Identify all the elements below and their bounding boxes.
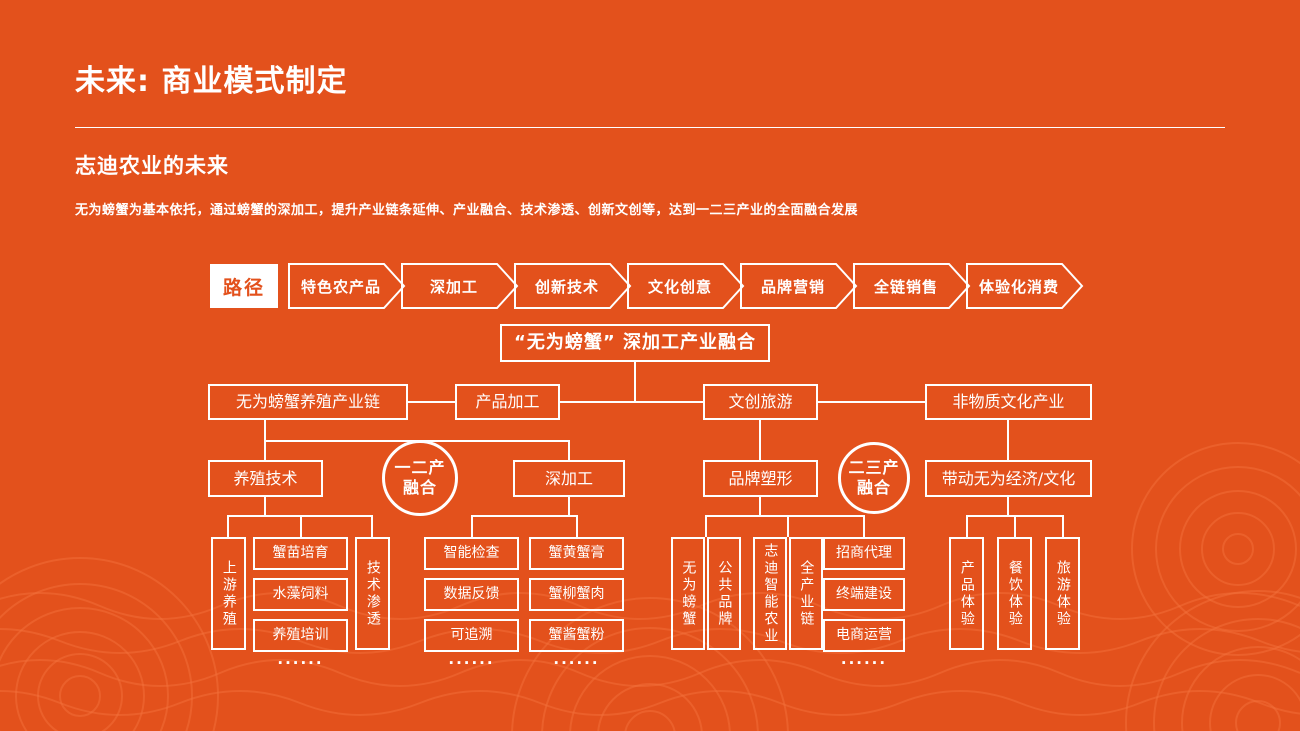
- leaf-terminal-construction: 终端建设: [823, 578, 905, 611]
- arrow-shape-icon: [288, 263, 406, 309]
- section-subtitle: 志迪农业的未来: [75, 154, 229, 178]
- fusion-badge-23: 二三产 融合: [838, 442, 910, 514]
- leaf-crab-seedling: 蟹苗培育: [253, 537, 348, 570]
- connector-line: [705, 515, 865, 517]
- node-cultural-tourism: 文创旅游: [703, 384, 818, 420]
- connector-line: [1014, 515, 1016, 537]
- connector-line: [759, 497, 761, 515]
- node-brand-shaping: 品牌塑形: [703, 460, 818, 497]
- connector-line: [787, 515, 789, 537]
- title-divider: [75, 127, 1225, 128]
- flow-step-label: 文化创意: [647, 277, 712, 296]
- arrow-shape-icon: [853, 263, 971, 309]
- leaf-zhidi-smart-agriculture: 志迪智能农业: [753, 537, 787, 650]
- leaf-investment-agency: 招商代理: [823, 537, 905, 570]
- path-label: 路径: [210, 264, 278, 308]
- fusion-badge-line1: 一二产: [394, 458, 446, 477]
- flow-step-arrow: 品牌营销: [740, 263, 858, 309]
- arrow-shape-icon: [514, 263, 632, 309]
- ellipsis-more: ......: [553, 650, 600, 668]
- connector-line: [471, 515, 578, 517]
- leaf-traceability: 可追溯: [424, 619, 519, 652]
- connector-line: [300, 515, 302, 537]
- flow-step-label: 全链销售: [873, 277, 938, 296]
- flow-step-arrow: 特色农产品: [288, 263, 406, 309]
- connector-line: [759, 420, 761, 460]
- connector-line: [634, 362, 636, 402]
- node-deep-processing: 深加工: [513, 460, 625, 497]
- connector-line: [863, 515, 865, 537]
- fusion-badge-line2: 融合: [402, 478, 437, 497]
- leaf-crab-sauce-powder: 蟹酱蟹粉: [529, 619, 624, 652]
- leaf-crab-roe-paste: 蟹黄蟹膏: [529, 537, 624, 570]
- connector-line: [966, 515, 968, 537]
- fusion-badge-12: 一二产 融合: [382, 440, 458, 516]
- connector-line: [560, 401, 703, 403]
- section-description: 无为螃蟹为基本依托，通过螃蟹的深加工，提升产业链条延伸、产业融合、技术渗透、创新…: [75, 203, 859, 218]
- leaf-dining-experience: 餐饮体验: [997, 537, 1032, 650]
- leaf-tech-penetration: 技术渗透: [355, 537, 390, 650]
- hub-box: “无为螃蟹” 深加工产业融合: [500, 324, 770, 362]
- node-economy-culture: 带动无为经济/文化: [925, 460, 1092, 497]
- arrow-shape-icon: [966, 263, 1084, 309]
- node-breeding-chain: 无为螃蟹养殖产业链: [208, 384, 408, 420]
- leaf-wuwei-crab: 无为螃蟹: [671, 537, 705, 650]
- connector-line: [576, 515, 578, 537]
- connector-line: [227, 515, 229, 537]
- page-title: 未来: 商业模式制定: [75, 64, 348, 99]
- flow-step-arrow: 深加工: [401, 263, 519, 309]
- connector-line: [471, 515, 473, 537]
- flow-step-arrow: 创新技术: [514, 263, 632, 309]
- wave-pattern-decoration: [0, 442, 1300, 731]
- connector-line: [264, 497, 266, 515]
- leaf-tourism-experience: 旅游体验: [1045, 537, 1080, 650]
- leaf-crab-stick-meat: 蟹柳蟹肉: [529, 578, 624, 611]
- node-intangible-culture: 非物质文化产业: [925, 384, 1092, 420]
- leaf-upstream-breeding: 上游养殖: [211, 537, 246, 650]
- flow-step-arrow: 文化创意: [627, 263, 745, 309]
- leaf-full-industry-chain: 全产业链: [789, 537, 823, 650]
- connector-line: [1007, 497, 1009, 515]
- flow-step-arrow: 全链销售: [853, 263, 971, 309]
- leaf-smart-inspection: 智能检查: [424, 537, 519, 570]
- connector-line: [1062, 515, 1064, 537]
- leaf-breeding-training: 养殖培训: [253, 619, 348, 652]
- ellipsis-more: ......: [448, 650, 495, 668]
- arrow-shape-icon: [740, 263, 858, 309]
- flow-step-label: 品牌营销: [760, 277, 825, 296]
- flow-step-label: 深加工: [429, 277, 478, 296]
- fusion-badge-line1: 二三产: [848, 458, 900, 477]
- leaf-product-experience: 产品体验: [949, 537, 984, 650]
- leaf-data-feedback: 数据反馈: [424, 578, 519, 611]
- fusion-badge-line2: 融合: [856, 478, 891, 497]
- arrow-shape-icon: [627, 263, 745, 309]
- connector-line: [705, 515, 707, 537]
- leaf-algae-feed: 水藻饲料: [253, 578, 348, 611]
- ellipsis-more: ......: [840, 650, 888, 668]
- flow-step-label: 创新技术: [534, 277, 599, 296]
- node-product-processing: 产品加工: [455, 384, 560, 420]
- ellipsis-more: ......: [277, 650, 324, 668]
- leaf-ecommerce-operation: 电商运营: [823, 619, 905, 652]
- connector-line: [568, 440, 570, 460]
- leaf-public-brand: 公共品牌: [707, 537, 741, 650]
- flow-step-label: 体验化消费: [978, 277, 1059, 296]
- connector-line: [408, 401, 455, 403]
- node-breeding-tech: 养殖技术: [208, 460, 323, 497]
- connector-line: [1007, 420, 1009, 460]
- flow-step-arrow: 体验化消费: [966, 263, 1084, 309]
- connector-line: [568, 497, 570, 515]
- flow-step-label: 特色农产品: [300, 277, 381, 296]
- arrow-shape-icon: [401, 263, 519, 309]
- connector-line: [371, 515, 373, 537]
- connector-line: [818, 401, 925, 403]
